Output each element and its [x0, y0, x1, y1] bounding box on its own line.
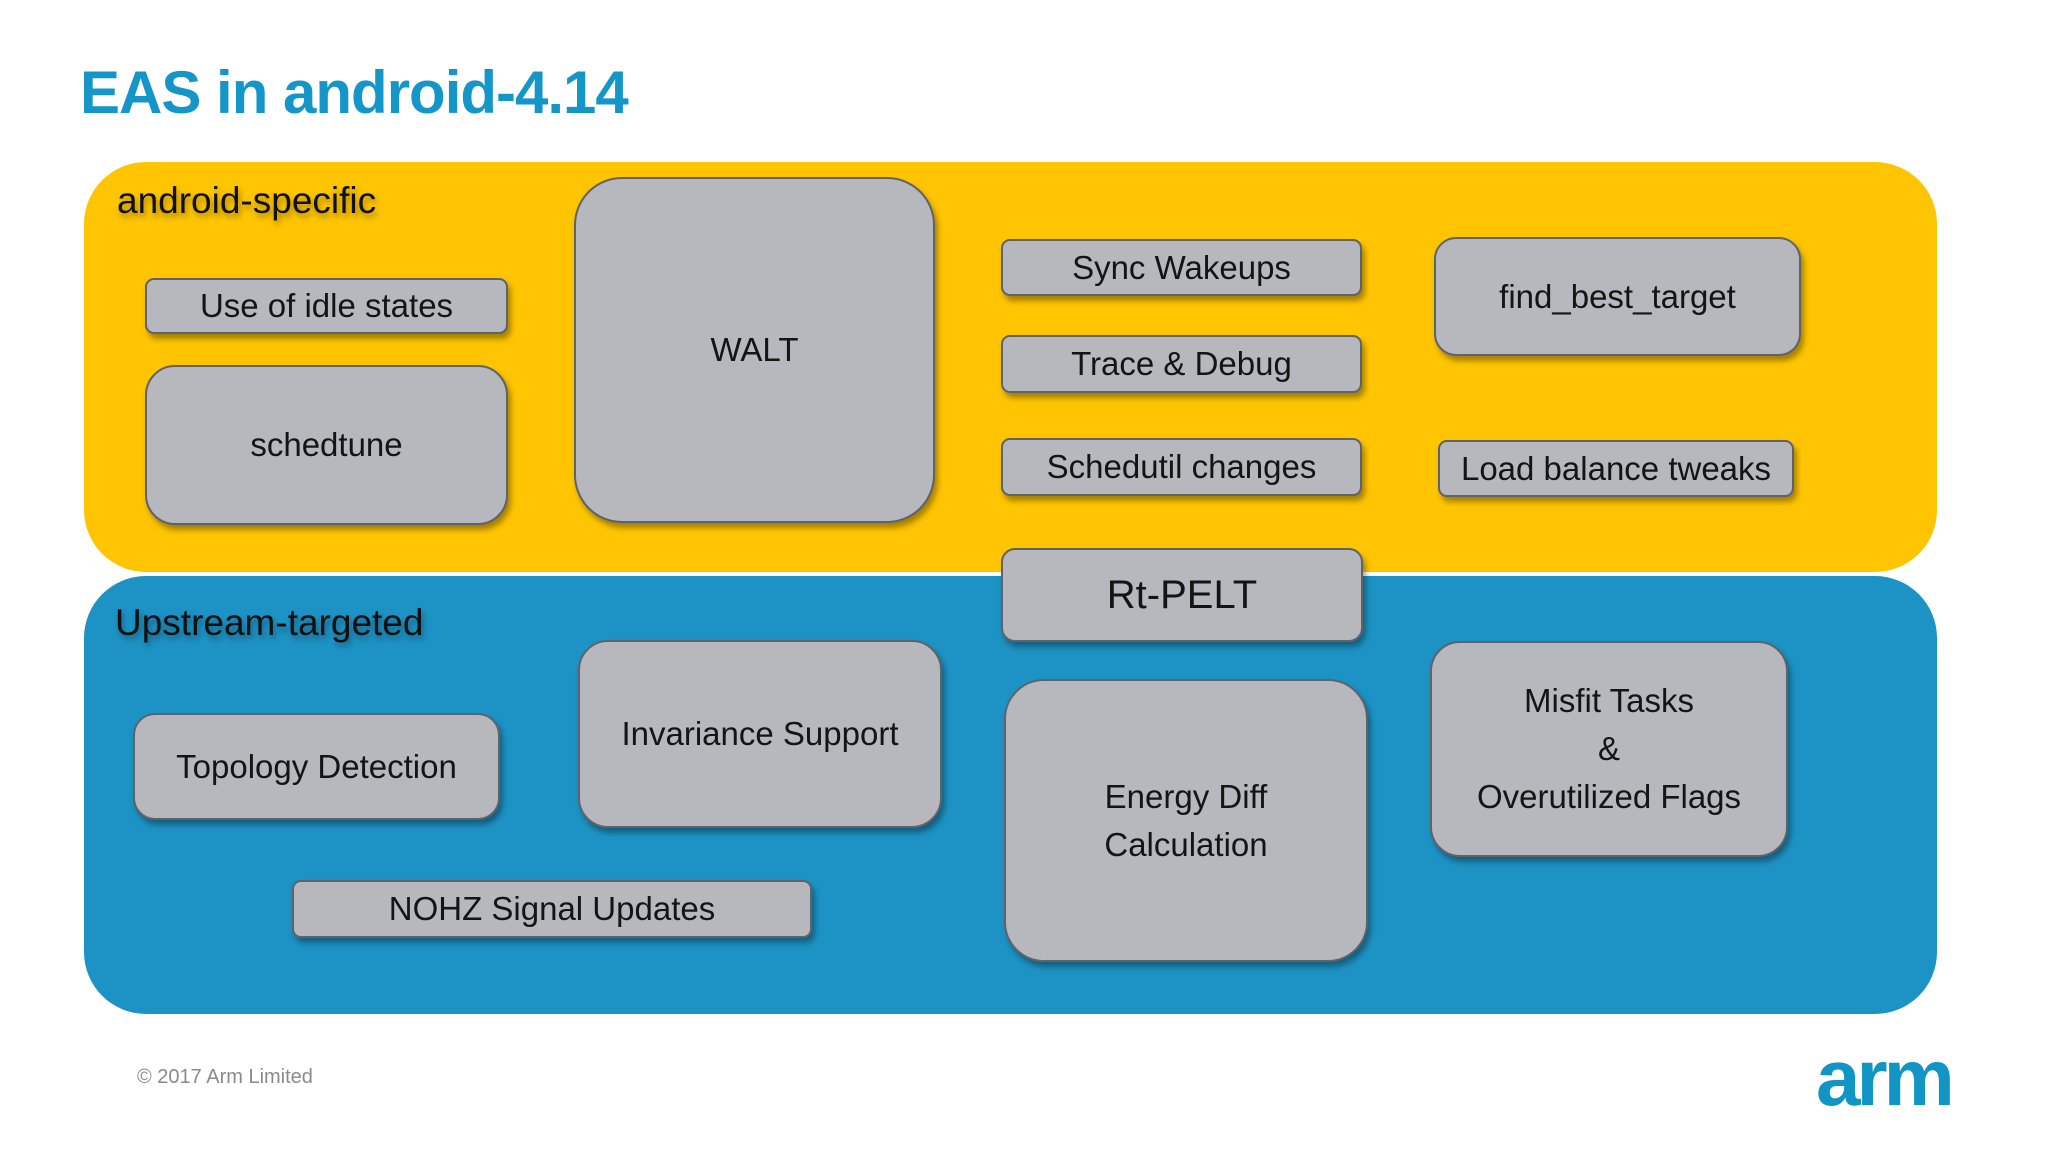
- box-walt: WALT: [574, 177, 935, 523]
- box-schedutil-changes: Schedutil changes: [1001, 438, 1362, 496]
- page-title: EAS in android-4.14: [80, 59, 629, 126]
- box-trace-debug: Trace & Debug: [1001, 335, 1362, 393]
- box-schedtune: schedtune: [145, 365, 508, 525]
- box-load-balance-tweaks: Load balance tweaks: [1438, 440, 1794, 497]
- box-topology-detection: Topology Detection: [133, 713, 500, 820]
- box-invariance-support: Invariance Support: [578, 640, 942, 828]
- box-find-best-target: find_best_target: [1434, 237, 1801, 356]
- upstream-targeted-label: Upstream-targeted: [115, 602, 424, 643]
- box-misfit-tasks-overutilized-flags: Misfit Tasks & Overutilized Flags: [1430, 641, 1788, 857]
- box-nohz-signal-updates: NOHZ Signal Updates: [292, 880, 812, 938]
- box-use-of-idle-states: Use of idle states: [145, 278, 508, 334]
- box-rt-pelt: Rt-PELT: [1001, 548, 1363, 642]
- box-sync-wakeups: Sync Wakeups: [1001, 239, 1362, 296]
- arm-logo: arm: [1816, 1033, 1955, 1122]
- android-specific-label: android-specific: [117, 180, 377, 221]
- copyright-text: © 2017 Arm Limited: [137, 1066, 313, 1088]
- box-energy-diff-calculation: Energy Diff Calculation: [1004, 679, 1368, 962]
